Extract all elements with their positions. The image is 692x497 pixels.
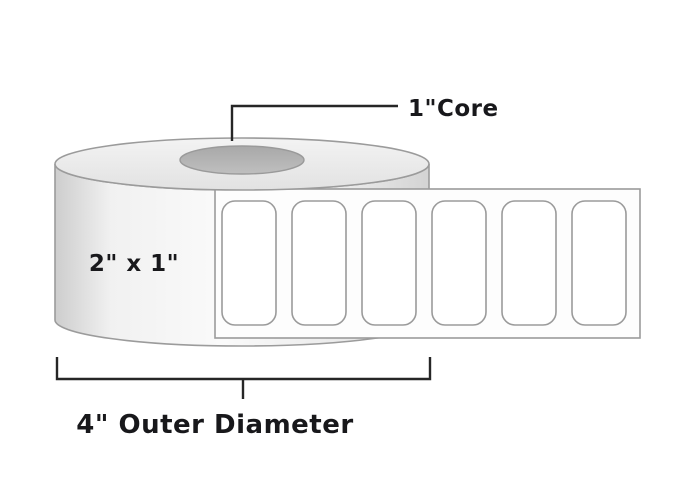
- blank-label: [501, 200, 557, 326]
- core-size-label: 1"Core: [408, 96, 499, 122]
- blank-labels-group: [221, 200, 627, 326]
- blank-label: [571, 200, 627, 326]
- outer-diameter-label: 4" Outer Diameter: [76, 410, 353, 440]
- outer-diameter-bracket: [55, 357, 432, 399]
- blank-label: [431, 200, 487, 326]
- roll-core-hole: [179, 145, 305, 175]
- blank-label: [291, 200, 347, 326]
- blank-label: [221, 200, 277, 326]
- core-callout-line: [230, 104, 398, 141]
- blank-label: [361, 200, 417, 326]
- label-size-label: 2" x 1": [89, 251, 179, 277]
- label-strip: [214, 188, 641, 339]
